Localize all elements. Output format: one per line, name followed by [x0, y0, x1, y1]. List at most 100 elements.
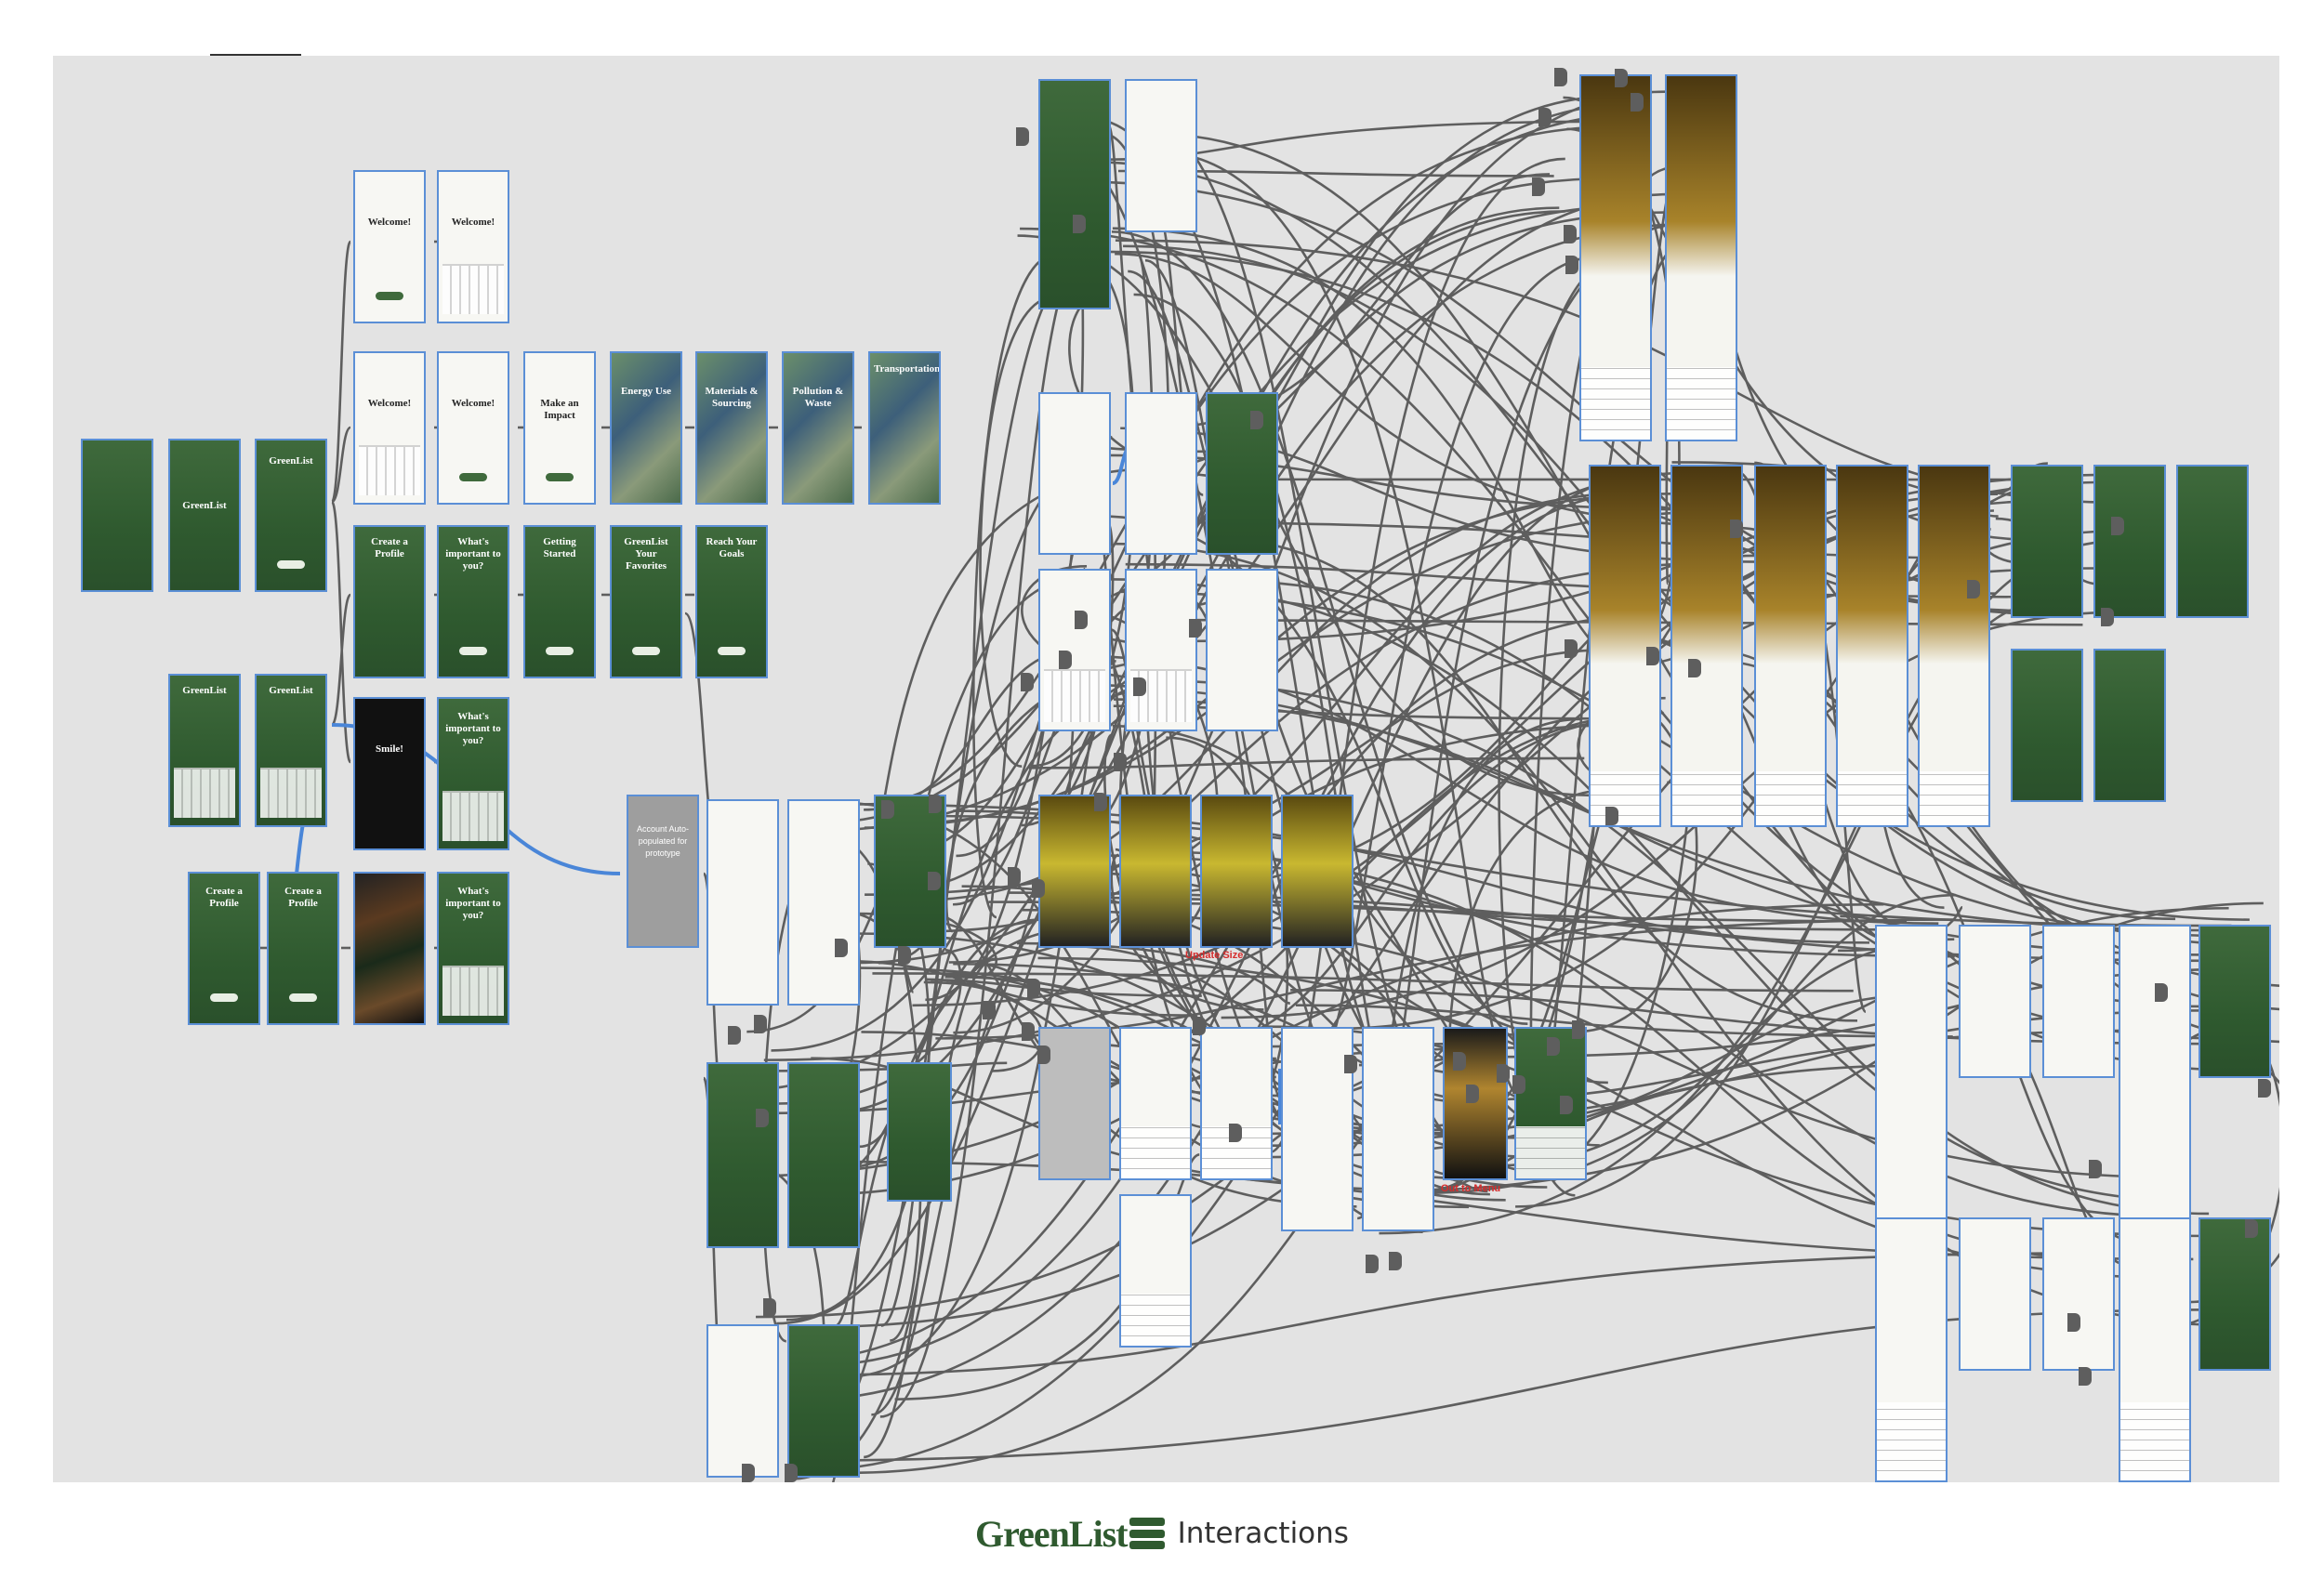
connector-handle[interactable]	[1007, 866, 1021, 886]
connector-handle[interactable]	[1016, 126, 1030, 146]
frame-goal-a3[interactable]	[2042, 925, 2115, 1078]
frame-list-2[interactable]	[1362, 1027, 1434, 1231]
frame-reach-goals[interactable]: Reach Your Goals	[695, 525, 768, 678]
connector-handle[interactable]	[1228, 1124, 1242, 1143]
frame-compare-5[interactable]	[2093, 649, 2166, 802]
frame-create-profile-3[interactable]: Create a Profile	[267, 872, 339, 1025]
connector-handle[interactable]	[1565, 639, 1578, 659]
frame-product-2[interactable]	[787, 799, 860, 1006]
connector-handle[interactable]	[2079, 1366, 2093, 1386]
frame-product-3[interactable]	[874, 795, 946, 948]
frame-photo-picker[interactable]	[353, 872, 426, 1025]
connector-handle[interactable]	[2155, 983, 2169, 1002]
frame-create-profile-2[interactable]: Create a Profile	[188, 872, 260, 1025]
frame-search-6[interactable]	[1206, 569, 1278, 731]
connector-handle[interactable]	[1646, 647, 1660, 666]
connector-handle[interactable]	[1188, 619, 1202, 638]
frame-ar-1[interactable]	[1038, 795, 1111, 948]
frame-ar-2[interactable]	[1119, 795, 1192, 948]
frame-goal-a2[interactable]	[1959, 925, 2031, 1078]
connector-handle[interactable]	[1631, 92, 1644, 112]
connector-handle[interactable]	[1074, 610, 1088, 629]
frame-product-1[interactable]	[706, 799, 779, 1006]
frame-welcome-2[interactable]: Welcome!	[437, 170, 509, 323]
frame-splash-logo[interactable]: GreenList	[168, 439, 241, 592]
connector-handle[interactable]	[2257, 1079, 2271, 1098]
frame-whats-important-1[interactable]: What's important to you?	[437, 525, 509, 678]
frame-store-5[interactable]	[1754, 465, 1827, 827]
frame-search-1[interactable]	[1038, 392, 1111, 555]
prototype-canvas[interactable]: GreenList GreenList Welcome! Welcome! We…	[53, 56, 2279, 1482]
frame-getting-started[interactable]: Getting Started	[523, 525, 596, 678]
frame-goal-b5[interactable]	[2199, 1217, 2271, 1371]
connector-handle[interactable]	[1531, 178, 1545, 197]
frame-goals-1[interactable]	[706, 1324, 779, 1478]
frame-night[interactable]	[1443, 1027, 1508, 1180]
frame-welcome-3[interactable]: Welcome!	[353, 351, 426, 505]
frame-map-1[interactable]	[1119, 1027, 1192, 1180]
connector-handle[interactable]	[1966, 580, 1980, 599]
frame-goals-2[interactable]	[787, 1324, 860, 1478]
frame-list-1[interactable]	[1281, 1027, 1353, 1231]
frame-greenlist-favorites[interactable]: GreenList Your Favorites	[610, 525, 682, 678]
frame-store-7[interactable]	[1918, 465, 1990, 827]
connector-handle[interactable]	[927, 872, 941, 891]
frame-camera[interactable]: Smile!	[353, 697, 426, 850]
frame-login-kbd-1[interactable]: GreenList	[168, 674, 241, 827]
connector-handle[interactable]	[784, 1464, 798, 1482]
connector-handle[interactable]	[1073, 215, 1087, 234]
connector-handle[interactable]	[1497, 1064, 1511, 1084]
connector-handle[interactable]	[1565, 255, 1578, 274]
frame-store-1[interactable]	[1579, 74, 1652, 441]
connector-handle[interactable]	[880, 800, 894, 820]
frame-transportation[interactable]: Transportation	[868, 351, 941, 505]
frame-goal-a5[interactable]	[2199, 925, 2271, 1078]
connector-handle[interactable]	[1538, 108, 1552, 127]
frame-goal-b2[interactable]	[1959, 1217, 2031, 1371]
connector-handle[interactable]	[1452, 1052, 1466, 1072]
frame-welcome-4[interactable]: Welcome!	[437, 351, 509, 505]
frame-energy-use[interactable]: Energy Use	[610, 351, 682, 505]
connector-handle[interactable]	[1021, 672, 1035, 691]
connector-handle[interactable]	[1730, 519, 1744, 539]
connector-handle[interactable]	[2110, 516, 2124, 535]
frame-store-6[interactable]	[1836, 465, 1908, 827]
frame-compare-2[interactable]	[2093, 465, 2166, 618]
connector-handle[interactable]	[1021, 1021, 1035, 1041]
frame-map-3[interactable]	[1200, 1027, 1273, 1180]
connector-handle[interactable]	[1093, 793, 1107, 812]
connector-handle[interactable]	[2067, 1312, 2081, 1332]
frame-whats-important-2[interactable]: What's important to you?	[437, 697, 509, 850]
frame-profile-menu[interactable]	[1125, 79, 1197, 232]
frame-materials-sourcing[interactable]: Materials & Sourcing	[695, 351, 768, 505]
connector-handle[interactable]	[1113, 752, 1127, 771]
connector-handle[interactable]	[2101, 608, 2115, 627]
frame-detail-3[interactable]	[887, 1062, 952, 1202]
connector-handle[interactable]	[897, 946, 911, 966]
frame-create-profile-1[interactable]: Create a Profile	[353, 525, 426, 678]
frame-goal-b1[interactable]	[1875, 1217, 1948, 1482]
connector-handle[interactable]	[1389, 1252, 1403, 1271]
connector-handle[interactable]	[1132, 677, 1146, 696]
connector-handle[interactable]	[2244, 1219, 2258, 1239]
frame-pollution-waste[interactable]: Pollution & Waste	[782, 351, 854, 505]
connector-handle[interactable]	[1465, 1085, 1479, 1104]
connector-handle[interactable]	[1249, 411, 1263, 430]
frame-login-kbd-2[interactable]: GreenList	[255, 674, 327, 827]
connector-handle[interactable]	[1615, 69, 1629, 88]
frame-search-5[interactable]	[1125, 569, 1197, 731]
frame-ar-4[interactable]	[1281, 795, 1353, 948]
frame-store-2[interactable]	[1665, 74, 1737, 441]
connector-handle[interactable]	[1365, 1255, 1379, 1274]
frame-goal-b3[interactable]	[2042, 1217, 2115, 1371]
connector-handle[interactable]	[1512, 1075, 1525, 1095]
frame-welcome-1[interactable]: Welcome!	[353, 170, 426, 323]
frame-detail-1[interactable]	[706, 1062, 779, 1248]
frame-compare-3[interactable]	[2176, 465, 2249, 618]
connector-handle[interactable]	[1192, 1017, 1206, 1036]
frame-ar-3[interactable]	[1200, 795, 1273, 948]
connector-handle[interactable]	[1058, 651, 1072, 670]
frame-goal-b4[interactable]	[2119, 1217, 2191, 1482]
frame-search-2[interactable]	[1125, 392, 1197, 555]
frame-detail-2[interactable]	[787, 1062, 860, 1248]
